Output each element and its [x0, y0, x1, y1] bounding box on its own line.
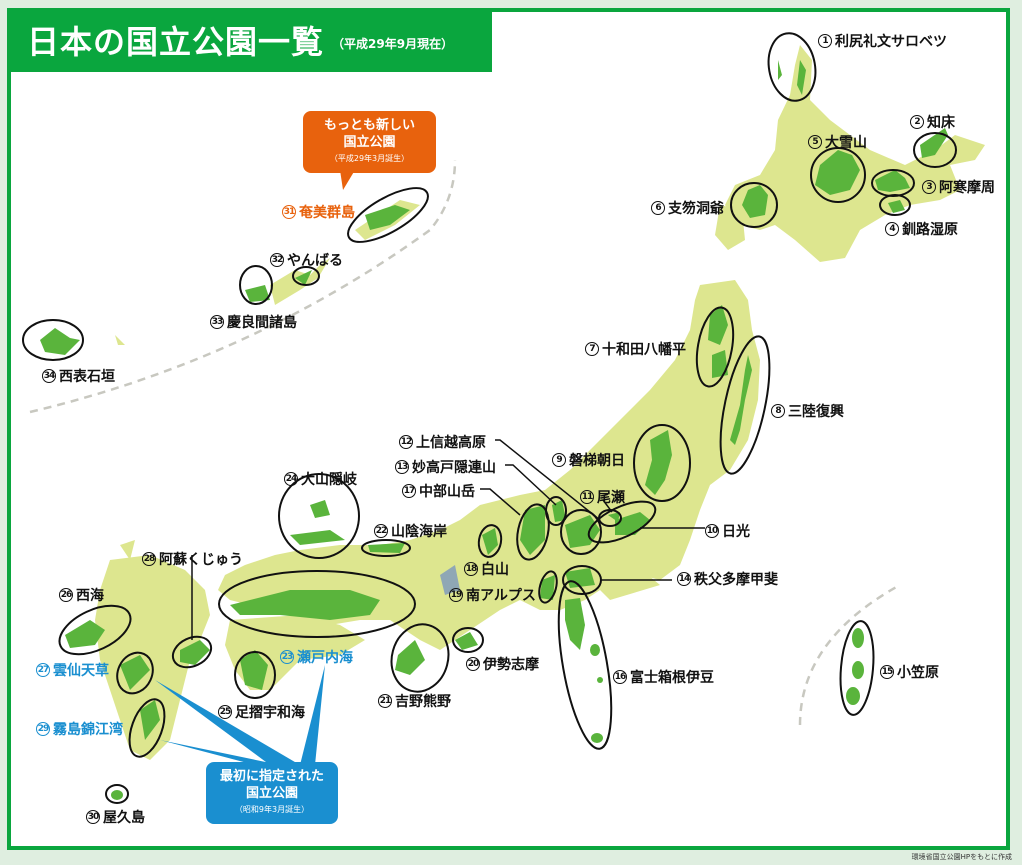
source-credit: 環境省国立公園HPをもとに作成: [911, 853, 1012, 861]
okinawa-boundary-line: [29, 159, 457, 414]
ogasawara-boundary-line: [798, 583, 901, 726]
title-bar: 日本の国立公園一覧 （平成29年9月現在）: [7, 8, 492, 72]
page-subtitle: （平成29年9月現在）: [332, 36, 454, 51]
callout-first-pointer-1: [155, 680, 300, 765]
park-areas: [40, 60, 948, 800]
leader-lines: [191, 439, 705, 640]
callout-new-pointer: [340, 170, 355, 190]
lake-biwa: [440, 565, 460, 595]
page-title: 日本の国立公園一覧: [27, 23, 325, 61]
callout-first-parks: 最初に指定された 国立公園 （昭和9年3月誕生）: [206, 762, 338, 824]
land-kyushu: [95, 555, 210, 760]
callout-newest-park: もっとも新しい 国立公園 （平成29年3月誕生）: [303, 111, 436, 173]
park-outlines: [22, 32, 957, 804]
